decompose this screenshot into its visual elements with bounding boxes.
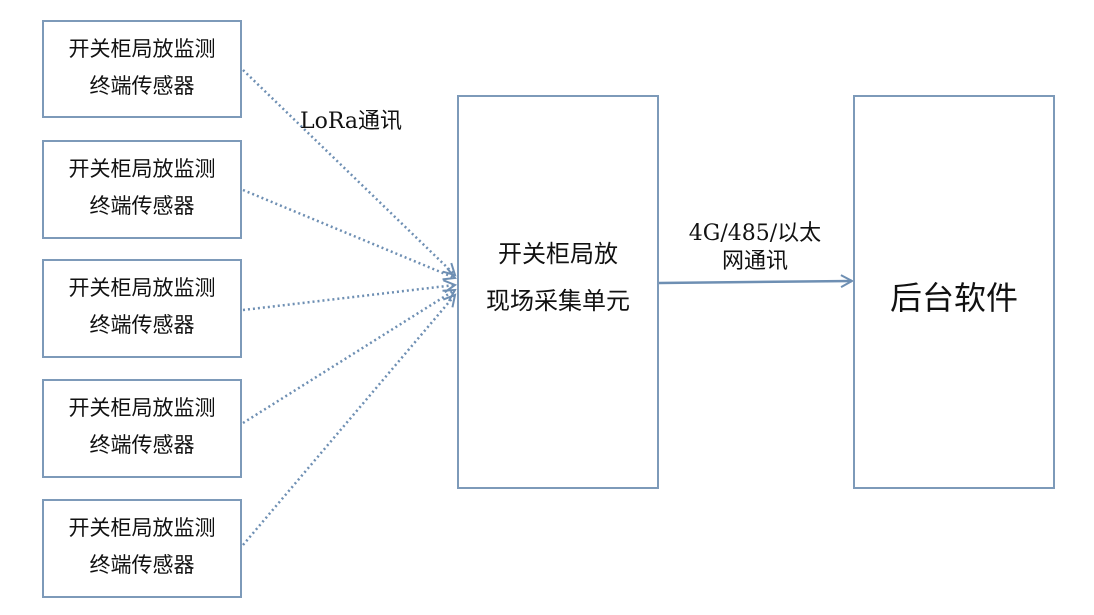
collector-title: 开关柜局放 (498, 240, 618, 268)
sensor-box-1: 开关柜局放监测 终端传感器 (42, 20, 242, 118)
uplink-label-line2: 网通讯 (721, 249, 788, 274)
lora-link-3 (242, 285, 455, 312)
collector-subtitle: 现场采集单元 (486, 287, 630, 315)
sensor-title: 开关柜局放监测 (68, 516, 216, 540)
uplink-arrow (658, 281, 852, 283)
lora-link-1 (242, 69, 455, 275)
sensor-box-4: 开关柜局放监测 终端传感器 (42, 379, 242, 478)
sensor-title: 开关柜局放监测 (68, 276, 216, 300)
lora-link-4 (242, 290, 455, 425)
uplink-label-line1: 4G/485/以太 (688, 221, 822, 246)
sensor-subtitle: 终端传感器 (89, 553, 195, 577)
lora-label: LoRa通讯 (300, 109, 403, 134)
sensor-title: 开关柜局放监测 (68, 157, 216, 181)
lora-link-5 (242, 295, 455, 546)
collector-unit-box: 开关柜局放 现场采集单元 (457, 95, 659, 489)
sensor-title: 开关柜局放监测 (68, 37, 216, 61)
sensor-box-2: 开关柜局放监测 终端传感器 (42, 140, 242, 239)
backend-software-box: 后台软件 (853, 95, 1055, 489)
sensor-box-3: 开关柜局放监测 终端传感器 (42, 259, 242, 358)
lora-link-2 (242, 188, 455, 278)
sensor-subtitle: 终端传感器 (89, 433, 195, 457)
sensor-subtitle: 终端传感器 (89, 313, 195, 337)
sensor-box-5: 开关柜局放监测 终端传感器 (42, 499, 242, 598)
sensor-subtitle: 终端传感器 (89, 194, 195, 218)
sensor-title: 开关柜局放监测 (68, 396, 216, 420)
backend-title: 后台软件 (889, 279, 1018, 317)
sensor-subtitle: 终端传感器 (89, 74, 195, 98)
